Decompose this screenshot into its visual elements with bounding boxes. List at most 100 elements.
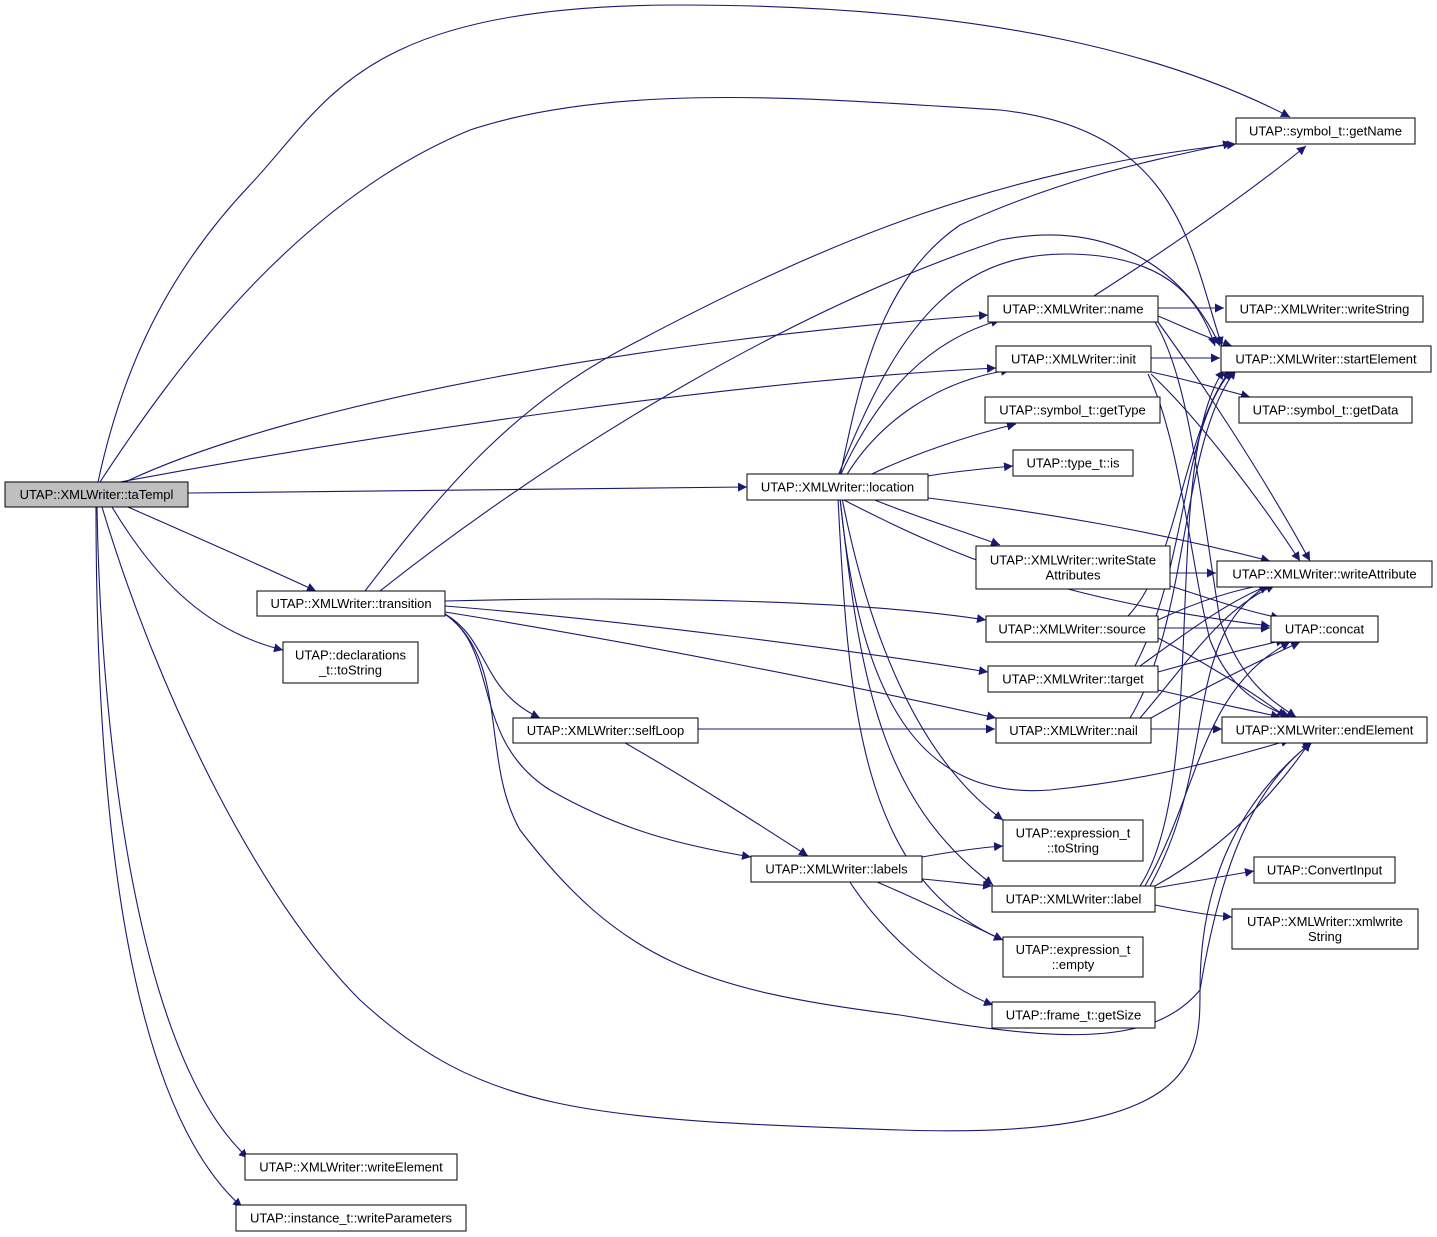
edge-taTempl-init — [119, 363, 997, 483]
node-label[interactable]: UTAP::XMLWriter::label — [991, 885, 1156, 913]
node-box — [984, 396, 1161, 424]
edge-label-startElement — [1139, 369, 1225, 887]
node-label: UTAP::XMLWriter::startElement — [1235, 352, 1417, 367]
edge-location-getName — [839, 140, 1233, 477]
edge-label-convertInput — [1154, 868, 1255, 889]
node-label: UTAP::instance_t::writeParameters — [250, 1211, 453, 1226]
node-source[interactable]: UTAP::XMLWriter::source — [985, 615, 1159, 643]
edge-name-endElement — [1154, 321, 1297, 718]
nodes-layer: UTAP::XMLWriter::taTempl UTAP::symbol_t::… — [4, 117, 1433, 1232]
node-box — [1221, 716, 1428, 744]
node-target[interactable]: UTAP::XMLWriter::target — [987, 665, 1159, 693]
edge-taTempl-transition — [127, 506, 317, 592]
edge-labels-label — [921, 878, 993, 890]
node-writeParameters[interactable]: UTAP::instance_t::writeParameters — [235, 1204, 467, 1232]
node-writeAttribute[interactable]: UTAP::XMLWriter::writeAttribute — [1216, 560, 1433, 588]
node-box — [1002, 936, 1144, 978]
node-label: UTAP::XMLWriter::label — [1006, 892, 1142, 907]
node-label: ::empty — [1052, 957, 1095, 972]
node-box — [1216, 560, 1433, 588]
node-label: UTAP::XMLWriter::source — [998, 622, 1145, 637]
node-convertInput[interactable]: UTAP::ConvertInput — [1253, 856, 1396, 884]
node-label: UTAP::symbol_t::getType — [999, 403, 1145, 418]
node-box — [1235, 117, 1416, 145]
edge-wsa-concat — [1169, 585, 1281, 621]
node-nail[interactable]: UTAP::XMLWriter::nail — [995, 717, 1152, 744]
node-box — [235, 1204, 467, 1232]
node-box — [1220, 345, 1432, 373]
node-writeElement[interactable]: UTAP::XMLWriter::writeElement — [244, 1153, 458, 1181]
node-getType[interactable]: UTAP::symbol_t::getType — [984, 396, 1161, 424]
edge-location-writeAttribute — [927, 497, 1271, 564]
node-label: UTAP::XMLWriter::writeString — [1240, 302, 1410, 317]
node-declToString[interactable]: UTAP::declarations_t::toString — [282, 641, 419, 684]
edge-label-xmlwriteString — [1154, 904, 1233, 921]
edge-labels-exprEmpty — [869, 878, 1004, 941]
node-init[interactable]: UTAP::XMLWriter::init — [995, 345, 1152, 373]
edge-name-getName — [1093, 145, 1307, 297]
node-startElement[interactable]: UTAP::XMLWriter::startElement — [1220, 345, 1432, 373]
node-location[interactable]: UTAP::XMLWriter::location — [746, 473, 929, 501]
node-box — [1225, 295, 1424, 323]
node-label: UTAP::expression_t — [1016, 942, 1131, 957]
node-label: UTAP::XMLWriter::labels — [765, 862, 908, 877]
edge-target-endElement — [1157, 689, 1281, 720]
node-box — [1253, 856, 1396, 884]
node-label: UTAP::XMLWriter::writeElement — [259, 1160, 443, 1175]
node-box — [746, 473, 929, 501]
node-concat[interactable]: UTAP::concat — [1270, 615, 1379, 643]
node-label: UTAP::frame_t::getSize — [1006, 1008, 1142, 1023]
edge-name-writeAttribute — [1157, 321, 1311, 562]
node-label: UTAP::XMLWriter::nail — [1009, 723, 1138, 738]
node-name[interactable]: UTAP::XMLWriter::name — [987, 295, 1159, 323]
edge-nail-concat — [1150, 641, 1301, 719]
node-endElement[interactable]: UTAP::XMLWriter::endElement — [1221, 716, 1428, 744]
edge-label-endElement — [1154, 741, 1311, 887]
node-exprEmpty[interactable]: UTAP::expression_t::empty — [1002, 936, 1144, 978]
edges-layer — [95, 4, 1313, 1208]
edge-transition-source — [444, 598, 987, 624]
node-writeString[interactable]: UTAP::XMLWriter::writeString — [1225, 295, 1424, 323]
node-transition[interactable]: UTAP::XMLWriter::transition — [256, 590, 446, 617]
node-label: UTAP::XMLWriter::target — [1002, 672, 1144, 687]
node-box — [256, 590, 446, 617]
node-label: UTAP::declarations — [295, 648, 407, 663]
node-box — [4, 481, 189, 508]
node-label: ::toString — [1047, 841, 1099, 856]
node-taTempl[interactable]: UTAP::XMLWriter::taTempl — [4, 481, 189, 508]
node-getData[interactable]: UTAP::symbol_t::getData — [1238, 396, 1413, 424]
node-label: UTAP::expression_t — [1016, 826, 1131, 841]
node-box — [1270, 615, 1379, 643]
edge-location-init — [845, 366, 1011, 477]
edge-taTempl-getName — [97, 4, 1291, 483]
edge-transition-nail — [444, 611, 997, 721]
node-label: Attributes — [1046, 568, 1101, 583]
node-box — [512, 717, 699, 744]
node-label: UTAP::XMLWriter::xmlwrite — [1247, 914, 1403, 929]
node-label: UTAP::XMLWriter::endElement — [1236, 723, 1414, 738]
edge-transition-startElement — [379, 234, 1221, 592]
node-getSize[interactable]: UTAP::frame_t::getSize — [991, 1001, 1156, 1029]
node-box — [1231, 908, 1419, 950]
node-label: UTAP::XMLWriter::transition — [270, 596, 431, 611]
edge-target-concat — [1157, 637, 1286, 673]
edge-init-getData — [1150, 371, 1251, 399]
edge-transition-labels — [444, 613, 752, 860]
node-label: UTAP::symbol_t::getName — [1249, 124, 1402, 139]
node-label: UTAP::XMLWriter::selfLoop — [527, 723, 685, 738]
node-labels[interactable]: UTAP::XMLWriter::labels — [750, 855, 923, 883]
node-is[interactable]: UTAP::type_t::is — [1012, 449, 1134, 477]
edge-location-is — [927, 462, 1014, 477]
edge-nail-writeAttribute — [1139, 584, 1276, 719]
node-exprToString[interactable]: UTAP::expression_t::toString — [1002, 819, 1144, 862]
edge-location-startElement — [837, 253, 1217, 477]
node-getName[interactable]: UTAP::symbol_t::getName — [1235, 117, 1416, 145]
node-label: UTAP::ConvertInput — [1267, 863, 1383, 878]
node-selfLoop[interactable]: UTAP::XMLWriter::selfLoop — [512, 717, 699, 744]
node-label: _t::toString — [318, 663, 382, 678]
edge-name-startElement — [1157, 315, 1233, 348]
node-box — [995, 717, 1152, 744]
node-label: UTAP::type_t::is — [1027, 456, 1120, 471]
